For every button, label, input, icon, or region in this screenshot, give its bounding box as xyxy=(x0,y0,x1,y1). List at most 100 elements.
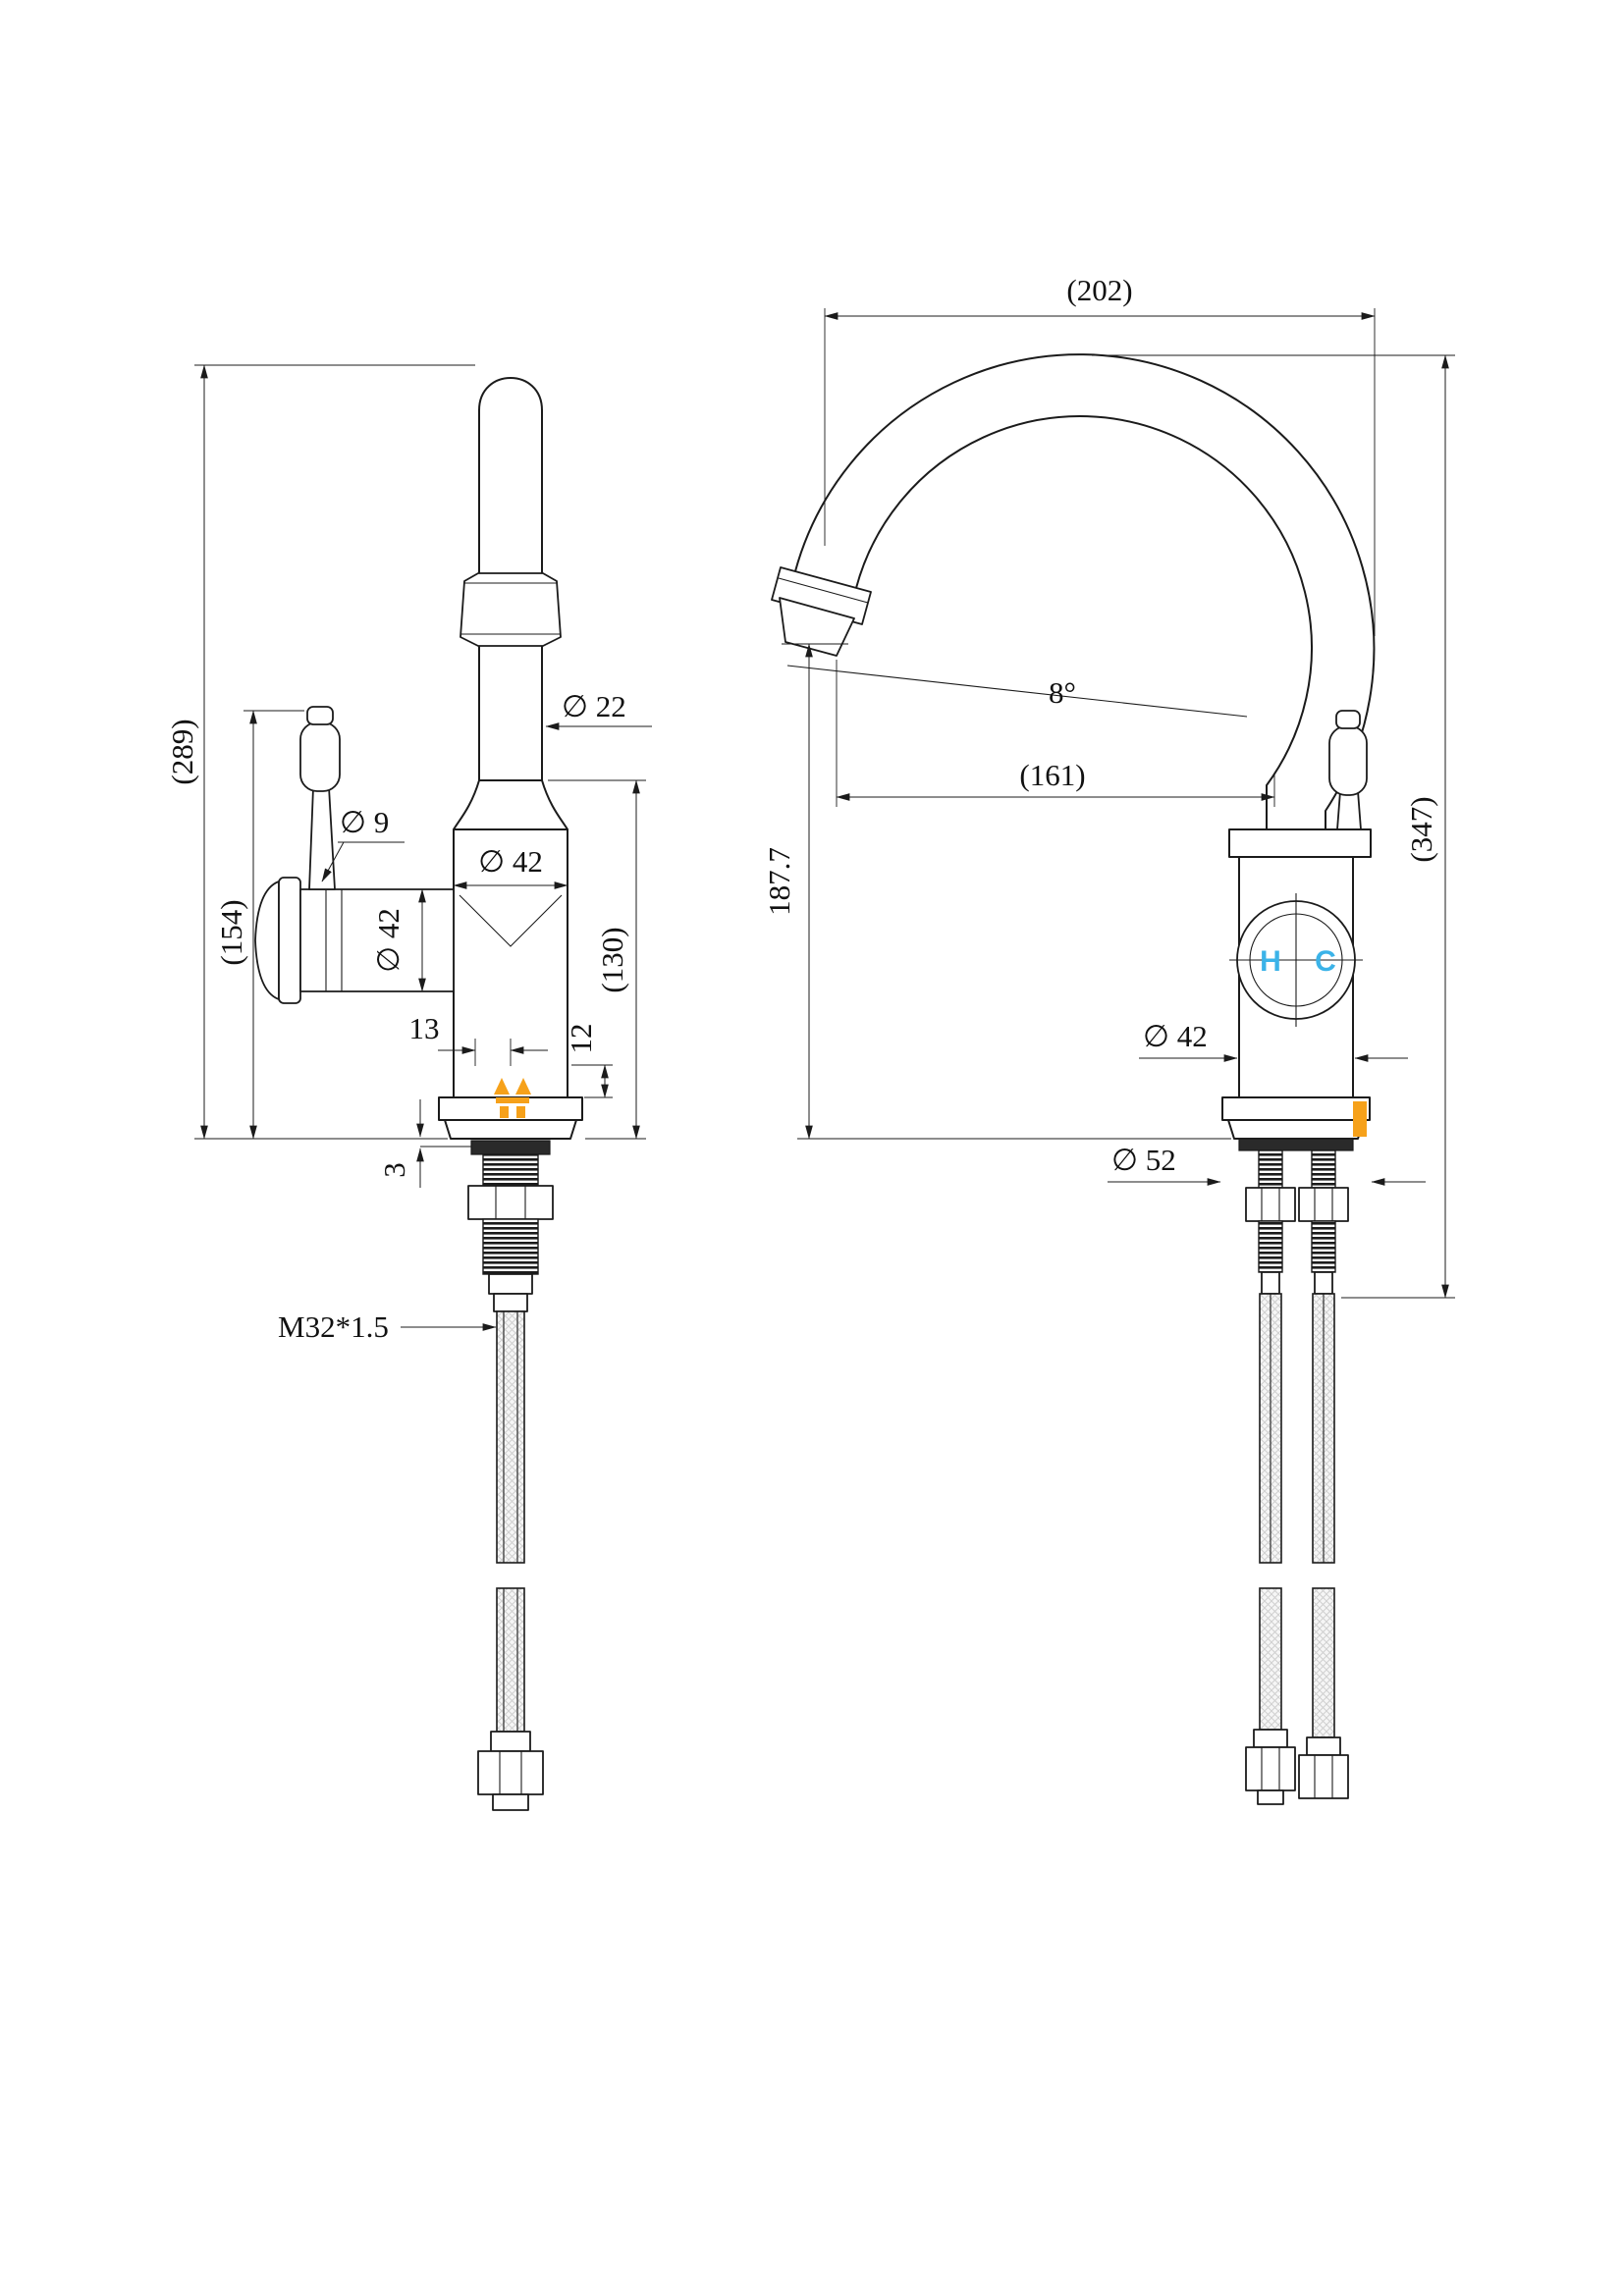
ferrule xyxy=(490,1731,531,1752)
dim-body-diameter-42: ∅ 42 xyxy=(453,844,568,889)
spout-outlet-collar xyxy=(460,572,562,647)
hose-tube xyxy=(496,1310,525,1564)
threaded-rod-left xyxy=(1258,1149,1283,1189)
lock-nut xyxy=(467,1185,554,1220)
lock-nut-left xyxy=(1245,1187,1296,1222)
dim-label: ∅ 9 xyxy=(340,805,389,839)
dim-label: (161) xyxy=(1019,758,1085,792)
dial-crosshair xyxy=(1229,893,1363,1027)
lever-knob xyxy=(1328,725,1368,796)
dim-base-diameter-52: ∅ 52 xyxy=(1108,1143,1426,1186)
neck-flange xyxy=(1228,828,1372,858)
lever-stem xyxy=(308,786,336,890)
spout-base-flare xyxy=(453,779,568,830)
dim-stem-diameter-9: ∅ 9 xyxy=(321,805,405,882)
lever-stem xyxy=(1336,790,1362,830)
hose-collar xyxy=(493,1293,528,1312)
detached-hose xyxy=(477,1587,544,1811)
flow-rating-mark xyxy=(494,1078,531,1118)
dim-body-height-130: (130) xyxy=(548,779,646,1140)
dim-valve-diameter-42: ∅ 42 xyxy=(371,888,426,992)
dim-base-offset-12: 12 xyxy=(564,1024,613,1098)
lock-nut-right xyxy=(1298,1187,1349,1222)
nut-facets xyxy=(495,1186,526,1219)
valve-flange xyxy=(278,877,301,1004)
dim-label: 12 xyxy=(564,1024,598,1054)
dim-body-diameter-42: ∅ 42 xyxy=(1139,1019,1408,1062)
detached-hoses xyxy=(1245,1587,1349,1805)
callout-thread-m32: M32*1.5 xyxy=(278,1309,497,1344)
gooseneck-spout xyxy=(771,353,1376,830)
valve-end-cap xyxy=(254,881,280,1000)
valve-joint-lines xyxy=(325,889,343,991)
dim-label: M32*1.5 xyxy=(278,1309,389,1344)
nipple xyxy=(492,1793,529,1811)
rating-mark xyxy=(1353,1101,1367,1137)
dim-overall-height-347: (347) xyxy=(1092,354,1455,1299)
nozzle-rim xyxy=(771,566,872,625)
seal-washer xyxy=(470,1140,551,1155)
cold-indicator: C xyxy=(1315,945,1336,978)
dim-label: 13 xyxy=(409,1011,440,1045)
base-flange xyxy=(1221,1096,1371,1140)
lever-knob-cap xyxy=(1335,710,1361,729)
dim-label: (154) xyxy=(214,899,248,965)
dim-deck-gap-3: 3 xyxy=(377,1099,471,1188)
nipple-left xyxy=(1257,1789,1284,1805)
lever-knob xyxy=(299,721,341,792)
dim-label: (347) xyxy=(1404,796,1438,862)
nozzle-rim-line xyxy=(778,577,869,604)
dim-spout-angle-8: 8° xyxy=(786,665,1248,718)
hose-connector xyxy=(488,1273,533,1295)
dim-outlet-reach-161: (161) xyxy=(836,660,1275,807)
hose-connector-left xyxy=(1261,1271,1280,1295)
hot-indicator: H xyxy=(1260,945,1281,978)
dim-label: ∅ 52 xyxy=(1111,1143,1176,1177)
base-flange xyxy=(438,1096,583,1140)
body: H C xyxy=(1228,828,1372,1098)
hose-braid-lines xyxy=(503,1311,518,1563)
dim-outlet-offset-13: 13 xyxy=(409,1011,548,1066)
dim-label: ∅ 42 xyxy=(1143,1019,1208,1053)
dim-label: (202) xyxy=(1066,273,1132,307)
collar-lines xyxy=(461,582,560,635)
nut-facets xyxy=(499,1751,522,1794)
dim-label: ∅ 42 xyxy=(478,844,543,879)
dim-label: (130) xyxy=(595,927,629,992)
threaded-section-lower xyxy=(482,1218,539,1275)
right-view: H C xyxy=(762,273,1455,1805)
hose-connector-right xyxy=(1314,1271,1333,1295)
base-outline xyxy=(438,1096,583,1140)
spout-inner-edge xyxy=(855,415,1313,830)
hose-tube xyxy=(496,1587,525,1733)
hex-nut-left xyxy=(1245,1746,1296,1791)
handle-assembly xyxy=(254,706,455,1004)
ferrule-left xyxy=(1253,1729,1288,1748)
angle-reference-line xyxy=(786,665,1248,718)
spout-dome xyxy=(478,377,543,411)
dim-label: ∅ 42 xyxy=(371,908,406,973)
hex-nut xyxy=(477,1750,544,1795)
dim-label: 8° xyxy=(1049,675,1076,710)
spout-pipe xyxy=(453,377,568,830)
spout-outer-edge xyxy=(794,353,1376,830)
dim-label: 3 xyxy=(377,1162,411,1178)
lever-knob-cap xyxy=(306,706,334,725)
body-joint-chevron xyxy=(459,894,563,947)
dim-handle-height-154: (154) xyxy=(214,710,304,1140)
handle-assembly xyxy=(1328,710,1368,830)
nozzle-tip xyxy=(779,597,855,657)
mounting-shank xyxy=(467,1140,554,1312)
dim-label: ∅ 22 xyxy=(562,689,626,723)
dim-overall-height-289: (289) xyxy=(165,364,475,1140)
supply-hose xyxy=(496,1310,525,1564)
left-view: (289) (154) ∅ 9 ∅ 22 ∅ 42 ∅ 42 (130 xyxy=(165,364,652,1811)
base-outline xyxy=(1221,1096,1371,1140)
dim-label: (289) xyxy=(165,719,199,784)
threaded-section-upper xyxy=(482,1153,539,1187)
dim-outlet-height-187-7: 187.7 xyxy=(762,643,1231,1140)
ferrule-right xyxy=(1306,1736,1341,1756)
hex-nut-right xyxy=(1298,1754,1349,1799)
